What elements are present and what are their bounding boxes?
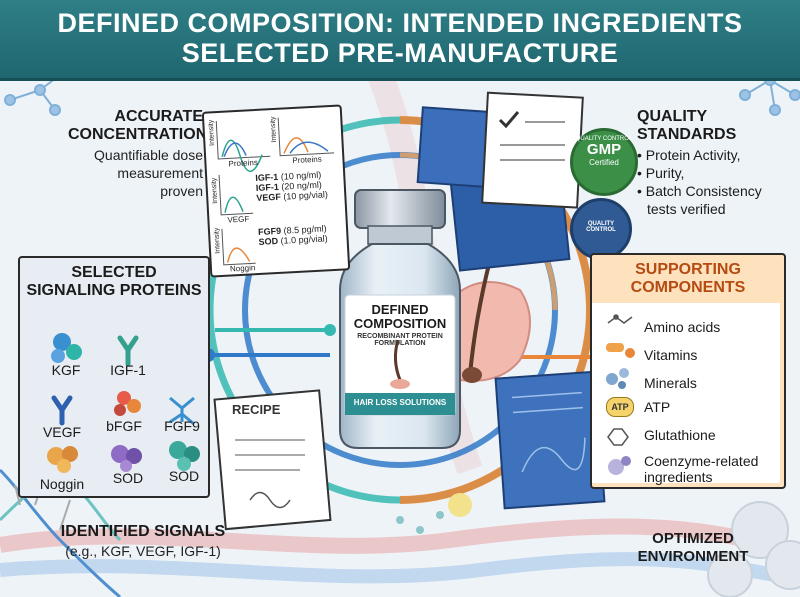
supporting-item-atp: ATP [644,399,671,415]
chart-sheet-curves [215,117,335,266]
igf1-icon [117,335,139,367]
supporting-item-amino-acids: Amino acids [644,319,721,335]
checklist-document [481,91,584,209]
chart-row-2-name: VEGF [256,191,282,204]
vial-illustration [339,189,461,449]
protein-icons [47,333,200,473]
vial-label-line-3: RECOMBINANT PROTEIN [357,333,443,340]
sod-icon-2 [169,441,200,471]
accurate-desc-1: Quantifiable dose [94,147,203,163]
quality-item-1-text: Purity, [645,165,685,181]
optimized-line-2: ENVIRONMENT [637,548,749,565]
quality-standards-block: QUALITY STANDARDS • Protein Activity, • … [637,108,797,218]
cells-decor [707,501,800,597]
supporting-heading-2: COMPONENTS [630,279,746,296]
optimized-environment-block: OPTIMIZED ENVIRONMENT [618,530,768,566]
supporting-item-coenzyme-2: ingredients [644,469,713,485]
quality-seal-text: QUALITY CONTROL [586,221,616,233]
amino-acid-icon [607,314,633,324]
accurate-desc-2: measurement [117,165,203,181]
protein-label-fgf9: FGF9 [164,418,200,434]
signaling-heading-1: SELECTED [71,264,157,281]
chart-panel1-xlabel: Proteins [228,157,259,169]
vitamins-icon [606,343,635,358]
coenzyme-icon [608,456,631,475]
quality-heading-1: QUALITY [637,108,708,125]
quality-item-3-text: tests verified [647,201,726,217]
title-banner: DEFINED COMPOSITION: INTENDED INGREDIENT… [0,0,800,81]
quality-heading-2: STANDARDS [637,126,737,143]
quality-item-3: tests verified [637,200,797,218]
kgf-icon [51,333,82,363]
fgf9-icon [169,396,195,426]
accurate-heading-1: ACCURATE [114,108,203,125]
quality-item-0-text: Protein Activity, [645,147,741,163]
recipe-label: RECIPE [232,402,281,417]
title-line-1: DEFINED COMPOSITION: INTENDED INGREDIENT… [57,8,743,38]
vial-label-line-2: COMPOSITION [353,316,447,331]
signaling-heading-2: SIGNALING PROTEINS [26,282,202,299]
chart-panel3-xlabel: VEGF [227,214,250,225]
vial-label: DEFINED COMPOSITION RECOMBINANT PROTEIN … [345,302,455,348]
gmp-badge: QUALITY CONTROL GMP Certified [570,128,638,196]
protein-label-sod-2: SOD [168,468,200,484]
protein-label-noggin: Noggin [39,476,85,492]
chart-panel2-xlabel: Proteins [292,154,322,166]
supporting-heading-1: SUPPORTING [635,261,741,278]
supporting-item-minerals: Minerals [644,375,697,391]
title-line-2: SELECTED PRE-MANUFACTURE [181,38,619,68]
protein-label-vegf: VEGF [42,424,82,440]
optimized-line-1: OPTIMIZED [652,530,734,547]
protein-label-igf1: IGF-1 [110,362,146,378]
vegf-icon [51,395,73,426]
quality-item-2-text: Batch Consistency [645,183,762,199]
gmp-badge-ring-text: QUALITY CONTROL [575,136,633,142]
supporting-components-card: SUPPORTING COMPONENTS ATP Amino acids Vi… [590,253,786,489]
chart-values-top: IGF-1 (10 ng/ml) IGF-1 (20 ng/ml) VEGF (… [255,168,344,203]
supporting-item-glutathione: Glutathione [644,427,716,443]
minerals-icon [606,368,629,389]
chart-axis-label-4: Intensity [213,227,222,254]
chart-row-4-name: SOD [258,235,279,247]
gmp-badge-sub: Certified [589,158,619,167]
quality-control-seal: QUALITY CONTROL [570,198,632,260]
bfgf-icon [114,391,141,416]
gmp-badge-main: GMP [586,141,622,158]
accurate-concentrations-block: ACCURATE CONCENTRATIONS Quantifiable dos… [68,108,218,200]
chart-panel4-xlabel: Noggin [229,263,256,274]
identified-signals-block: IDENTIFIED SIGNALS (e.g., KGF, VEGF, IGF… [38,522,248,560]
protein-label-kgf: KGF [51,362,81,378]
accurate-desc-3: proven [160,183,203,199]
molecule-decor-bottom [396,493,472,534]
signaling-proteins-card: SELECTED SIGNALING PROTEINS KGF IGF-1 VE… [18,256,210,498]
noggin-icon [47,446,78,473]
protein-label-bfgf: bFGF [106,418,142,434]
identified-desc: (e.g., KGF, VEGF, IGF-1) [65,543,221,559]
supporting-icons [606,314,635,475]
sod-icon-1 [111,445,142,472]
accurate-heading-2: CONCENTRATIONS [68,126,218,143]
vial-label-line-1: DEFINED [371,302,429,317]
protein-label-sod-1: SOD [112,470,144,486]
identified-heading: IDENTIFIED SIGNALS [60,523,226,540]
vial-label-line-4: FORMULATION [374,340,426,347]
quality-item-0: • Protein Activity, [637,147,741,163]
supporting-item-vitamins: Vitamins [644,347,698,363]
supporting-item-coenzyme-1: Coenzyme-related [644,453,759,469]
vial-band-text: HAIR LOSS SOLUTIONS [353,398,447,407]
concentration-chart-sheet: Intensity Intensity Intensity Intensity … [201,104,351,278]
quality-item-2: • Batch Consistency [637,183,762,199]
quality-item-1: • Purity, [637,165,685,181]
supporting-list-bg [592,303,780,483]
chart-axis-label-3: Intensity [210,177,220,204]
chart-axis-label-1: Intensity [207,119,217,146]
chart-axis-label-2: Intensity [269,116,278,143]
glutathione-icon [607,428,629,446]
recipe-sheet [213,389,332,531]
atp-icon: ATP [606,397,634,417]
